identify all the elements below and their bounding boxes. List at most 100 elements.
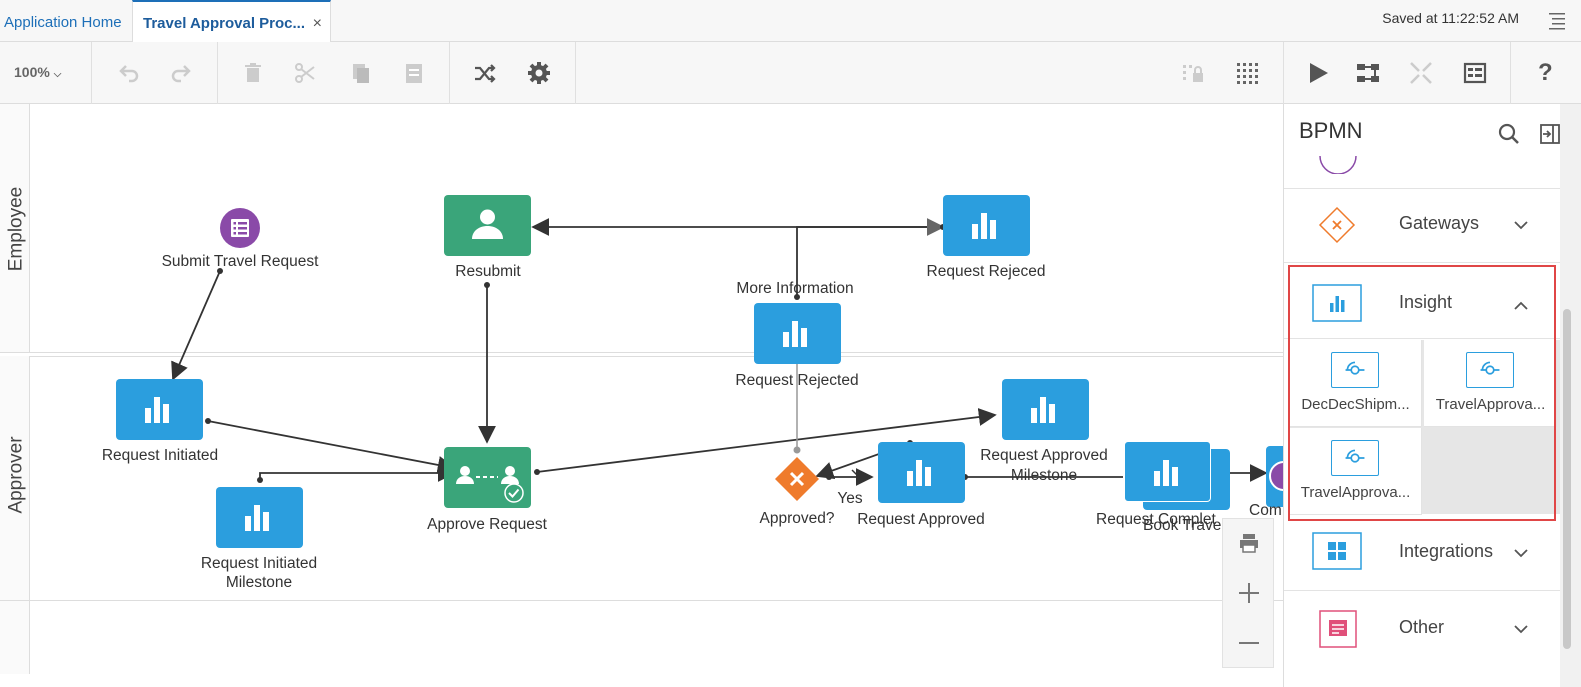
diagram-icon[interactable] [1355, 60, 1381, 86]
request-approved-milestone-label-2: Milestone [1010, 467, 1078, 484]
events-partial-icon [1319, 155, 1357, 174]
lane-header-empty [0, 601, 30, 674]
tab-application-home[interactable]: Application Home [4, 14, 122, 31]
play-icon[interactable] [1305, 60, 1331, 86]
request-initiated-milestone-insight[interactable] [216, 487, 303, 548]
category-gateways[interactable]: Gateways [1284, 188, 1566, 263]
request-initiated-insight[interactable] [116, 379, 203, 440]
lock-grid-icon[interactable] [1180, 60, 1206, 86]
saved-status: Saved at 11:22:52 AM [1382, 10, 1519, 26]
help-icon[interactable]: ? [1538, 59, 1553, 86]
submit-label: Submit Travel Request [161, 253, 319, 270]
request-approved-insight[interactable] [878, 442, 965, 503]
request-rejeced-insight[interactable] [943, 195, 1030, 256]
request-approved-milestone-label-1: Request Approved [980, 447, 1108, 464]
approved-gateway[interactable] [773, 455, 821, 503]
request-rejected-insight[interactable] [754, 303, 841, 364]
request-approved-label: Request Approved [857, 511, 985, 528]
complete-task[interactable] [1266, 446, 1283, 507]
insight-tile-label: DecDecShipm... [1301, 396, 1410, 413]
menu-icon[interactable] [1547, 10, 1567, 30]
lane-header-employee[interactable] [0, 104, 30, 352]
request-approved-milestone-insight[interactable] [1002, 379, 1089, 440]
request-completed-insight[interactable] [1124, 441, 1211, 502]
redo-icon[interactable] [168, 60, 194, 86]
data-icon[interactable] [1462, 60, 1488, 86]
collapse-panel-icon[interactable] [1538, 122, 1562, 146]
paste-icon[interactable] [401, 60, 427, 86]
request-completed-label: Request Complet [1096, 511, 1216, 528]
book-travel-label: Book Trave [1143, 517, 1222, 534]
user-icon [472, 209, 503, 239]
end-event-icon [1269, 461, 1283, 491]
tab-travel-approval[interactable]: Travel Approval Proc... × [132, 0, 331, 43]
zoom-out-icon[interactable] [1237, 631, 1261, 655]
resubmit-task[interactable] [444, 195, 531, 256]
close-icon[interactable]: × [312, 15, 322, 32]
more-information-label: More Information [736, 280, 854, 297]
settings-icon[interactable] [526, 60, 552, 86]
approve-request-label: Approve Request [427, 516, 547, 533]
palette-title: BPMN [1299, 118, 1363, 143]
insight-label: Insight [1399, 292, 1453, 312]
cut-icon[interactable] [292, 60, 318, 86]
undo-icon[interactable] [116, 60, 142, 86]
approve-request-task[interactable] [444, 447, 531, 508]
insight-tile-travelapprova-1[interactable]: TravelApprova... [1424, 340, 1557, 427]
print-icon[interactable] [1237, 531, 1261, 555]
bar-chart-icon [783, 321, 807, 347]
insight-link-icon [1466, 352, 1514, 388]
zoom-in-icon[interactable] [1237, 581, 1261, 605]
chevron-up-icon [1514, 301, 1528, 310]
zoom-value: 100% [14, 64, 50, 80]
bar-chart-icon [1031, 397, 1055, 423]
chevron-down-icon [1514, 549, 1528, 558]
copy-icon[interactable] [348, 60, 374, 86]
process-canvas[interactable]: Employee Approver [0, 104, 1283, 674]
insight-icon [1312, 284, 1362, 322]
insight-tile-travelapprova-2[interactable]: TravelApprova... [1289, 428, 1422, 515]
tab-bar: Application Home Travel Approval Proc...… [0, 0, 1581, 43]
request-initiated-milestone-label-1: Request Initiated [200, 555, 318, 572]
resubmit-label: Resubmit [455, 263, 521, 280]
insight-link-icon [1331, 352, 1379, 388]
request-rejeced-label: Request Rejeced [926, 263, 1046, 280]
category-insight[interactable]: Insight [1284, 264, 1566, 339]
insight-tile-label: TravelApprova... [1300, 484, 1411, 501]
bar-chart-icon [1154, 460, 1178, 486]
bar-chart-icon [145, 397, 169, 423]
approved-gateway-label: Approved? [759, 510, 835, 527]
chevron-down-icon [1514, 221, 1528, 230]
zoom-controls [1222, 518, 1274, 668]
complete-label: Com [1249, 502, 1282, 519]
toolbar: 100% ⌵ ? [0, 42, 1581, 104]
scrollbar-thumb[interactable] [1563, 309, 1571, 649]
bar-chart-icon [907, 460, 931, 486]
lane-header-approver[interactable] [0, 356, 30, 600]
chevron-down-icon: ⌵ [53, 69, 62, 80]
chevron-down-icon [1514, 625, 1528, 634]
search-icon[interactable] [1497, 122, 1521, 146]
category-integrations[interactable]: Integrations [1284, 516, 1566, 591]
gateways-label: Gateways [1399, 213, 1480, 233]
bar-chart-icon [245, 505, 269, 531]
insight-tile-decdecshipm[interactable]: DecDecShipm... [1289, 340, 1422, 427]
integrations-label: Integrations [1399, 541, 1494, 561]
zoom-select[interactable]: 100% ⌵ [14, 64, 61, 80]
bar-chart-icon [972, 213, 996, 239]
collapse-icon[interactable] [1408, 60, 1434, 86]
bpmn-palette: BPMN Gateways Insight DecDecShipm... Tra… [1283, 104, 1581, 687]
other-label: Other [1399, 617, 1445, 637]
palette-scrollbar[interactable] [1560, 104, 1581, 687]
delete-icon[interactable] [240, 60, 266, 86]
other-icon [1319, 610, 1357, 648]
submit-start-event[interactable] [219, 207, 261, 249]
yes-flow-label: Yes [837, 490, 863, 507]
category-other[interactable]: Other [1284, 592, 1566, 667]
gateway-icon [1318, 206, 1356, 244]
integrations-icon [1312, 532, 1362, 570]
shuffle-icon[interactable] [472, 60, 498, 86]
group-approval-icon [456, 466, 524, 503]
insight-grid: DecDecShipm... TravelApprova... TravelAp… [1289, 340, 1561, 515]
grid-icon[interactable] [1234, 60, 1260, 86]
